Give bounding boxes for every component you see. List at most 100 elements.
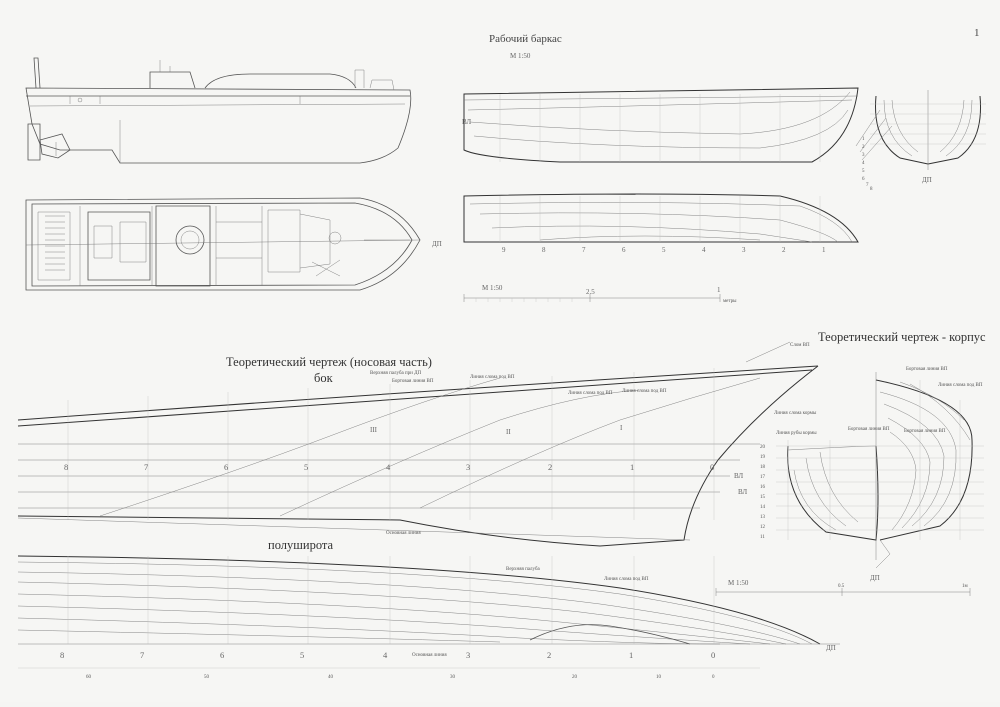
bow-station-2: 2 bbox=[548, 462, 552, 472]
lines-halfbreadth-view: ДП bbox=[432, 193, 859, 248]
wl-num-18: 18 bbox=[760, 465, 766, 470]
body-dp-label-bottom: ДП bbox=[870, 574, 880, 582]
label-chine-line: Линия слома под ВП bbox=[470, 375, 515, 380]
rb-num-8: 8 bbox=[870, 187, 873, 192]
bow-profile-subtitle: бок bbox=[314, 371, 334, 385]
half-station-6: 6 bbox=[220, 650, 224, 660]
wl-label-2: ВЛ bbox=[738, 488, 747, 496]
ruler-40: 40 bbox=[328, 675, 334, 680]
halfbreadth-scale-bar: М 1:50 0.5 1м bbox=[715, 579, 971, 596]
body-label-sheer-3: Бортовая линия ВП bbox=[904, 429, 946, 434]
station-3: 3 bbox=[742, 246, 746, 254]
body-label-knuckle-stern: Линия рубы кормы bbox=[776, 431, 817, 436]
wl-num-14: 14 bbox=[760, 505, 766, 510]
rb-num-4: 4 bbox=[862, 161, 865, 166]
body-label-chine-upper: Линия слома под ВП bbox=[938, 383, 983, 388]
label-deck-half: Верхняя палуба bbox=[506, 567, 540, 572]
bow-station-numbers: 8 7 6 5 4 3 2 1 0 bbox=[64, 462, 714, 472]
wl-num-20: 20 bbox=[760, 445, 766, 450]
page-number: 1 bbox=[974, 27, 980, 39]
label-chine-line-3: Линия слома под ВП bbox=[622, 389, 667, 394]
sheet-scale: М 1:50 bbox=[510, 52, 531, 60]
half-station-8: 8 bbox=[60, 650, 64, 660]
wl-num-16: 16 bbox=[760, 485, 766, 490]
bow-station-7: 7 bbox=[144, 462, 148, 472]
wl-num-12: 12 bbox=[760, 525, 766, 530]
bottom-ruler: 60 50 40 30 20 10 0 bbox=[18, 667, 760, 680]
top-scale-unit: метры bbox=[723, 299, 737, 304]
wl-label-1: ВЛ bbox=[734, 472, 743, 480]
body-plan-view: Бортовая линия ВП Линия слома под ВП Лин… bbox=[774, 367, 984, 582]
body-label-chine-stern: Линия слома кормы bbox=[774, 411, 817, 416]
station-6: 6 bbox=[622, 246, 626, 254]
label-base-line-half: Основная линия bbox=[412, 653, 447, 658]
station-2: 2 bbox=[782, 246, 786, 254]
small-num-ii: II bbox=[506, 428, 511, 436]
outboard-profile-view bbox=[25, 57, 412, 164]
profile-station-numbers: 9 8 7 6 5 4 3 2 1 bbox=[502, 246, 826, 254]
wl-num-17: 17 bbox=[760, 475, 766, 480]
label-chine-half: Линия слома под ВП bbox=[604, 577, 649, 582]
rb-num-7: 7 bbox=[866, 183, 869, 188]
bow-station-6: 6 bbox=[224, 462, 228, 472]
station-7: 7 bbox=[582, 246, 586, 254]
label-base-line: Основная линия bbox=[386, 531, 421, 536]
label-chine-line-2: Линия слома под ВП bbox=[568, 391, 613, 396]
bow-station-0: 0 bbox=[710, 462, 714, 472]
station-1: 1 bbox=[822, 246, 826, 254]
top-scale-mid: 2.5 bbox=[586, 288, 595, 296]
label-deck-upper-dp: Верхняя палуба при ДП bbox=[370, 371, 421, 376]
bow-drawing-title: Теоретический чертеж (носовая часть) bbox=[226, 355, 432, 369]
bow-station-5: 5 bbox=[304, 462, 308, 472]
station-9: 9 bbox=[502, 246, 506, 254]
half-station-4: 4 bbox=[383, 650, 388, 660]
ruler-50: 50 bbox=[204, 675, 210, 680]
ruler-20: 20 bbox=[572, 675, 578, 680]
wl-num-11: 11 bbox=[760, 535, 765, 540]
label-stem: Слом ВП bbox=[790, 343, 810, 348]
lines-profile-view: ВЛ bbox=[462, 87, 859, 163]
body-dp-label: ДП bbox=[922, 176, 932, 184]
half-scale-mid: 0.5 bbox=[838, 584, 845, 589]
wl-num-15: 15 bbox=[760, 495, 766, 500]
small-body-plan: ДП 1 2 3 4 5 6 7 8 bbox=[855, 90, 986, 192]
ruler-30: 30 bbox=[450, 675, 456, 680]
station-4: 4 bbox=[702, 246, 706, 254]
rb-num-5: 5 bbox=[862, 169, 865, 174]
small-num-i: I bbox=[620, 424, 623, 432]
station-8: 8 bbox=[542, 246, 546, 254]
profile-vl-label: ВЛ bbox=[462, 118, 471, 126]
rb-num-3: 3 bbox=[862, 153, 865, 158]
wl-num-13: 13 bbox=[760, 515, 766, 520]
bow-station-1: 1 bbox=[630, 462, 634, 472]
sheet-title: Рабочий баркас bbox=[489, 33, 562, 45]
deck-plan-view bbox=[25, 197, 421, 291]
halfbreadth-station-numbers: 8 7 6 5 4 3 2 1 0 bbox=[60, 650, 715, 660]
wl-num-19: 19 bbox=[760, 455, 766, 460]
body-plan-title: Теоретический чертеж - корпус bbox=[818, 330, 986, 344]
halfbreadth-subtitle: полуширота bbox=[268, 538, 334, 552]
half-scale-label: М 1:50 bbox=[728, 579, 749, 587]
half-station-0: 0 bbox=[711, 650, 715, 660]
halfbreadth-bow-view: Верхняя палуба Линия слома под ВП Основн… bbox=[17, 555, 840, 658]
body-label-sheer: Бортовая линия ВП bbox=[906, 367, 948, 372]
half-dp-label: ДП bbox=[826, 644, 836, 652]
body-label-sheer-2: Бортовая линия ВП bbox=[848, 427, 890, 432]
station-5: 5 bbox=[662, 246, 666, 254]
half-scale-end: 1м bbox=[962, 584, 969, 589]
bow-station-3: 3 bbox=[466, 462, 470, 472]
ruler-0: 0 bbox=[712, 675, 715, 680]
top-scale-bar: М 1:50 2.5 1 метры bbox=[463, 284, 737, 304]
half-station-2: 2 bbox=[547, 650, 551, 660]
half-station-5: 5 bbox=[300, 650, 304, 660]
top-scale-end: 1 bbox=[717, 286, 721, 294]
bow-station-8: 8 bbox=[64, 462, 68, 472]
bow-profile-view: Верхняя палуба при ДП Бортовая линия ВП … bbox=[17, 341, 819, 547]
half-station-3: 3 bbox=[466, 650, 470, 660]
rb-num-2: 2 bbox=[862, 145, 865, 150]
label-sheer-line: Бортовая линия ВП bbox=[392, 379, 434, 384]
ruler-10: 10 bbox=[656, 675, 662, 680]
half-station-1: 1 bbox=[629, 650, 633, 660]
